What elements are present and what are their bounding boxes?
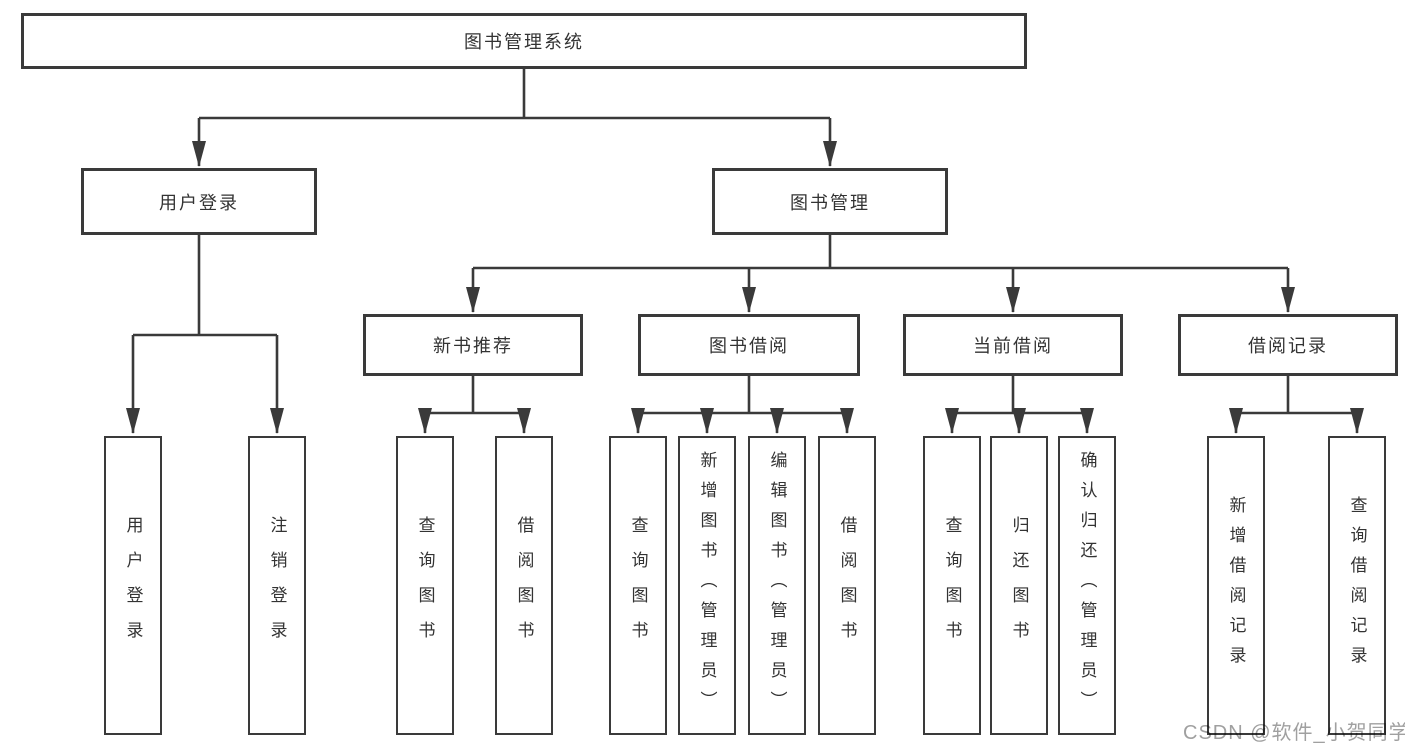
watermark: CSDN @软件_小贺同学 [1183,722,1405,744]
leaf-add-book-admin-label: 新增图书（管理员） [697,450,717,721]
leaf-return-book: 归还图书 [990,436,1048,735]
leaf-user-login: 用户登录 [104,436,162,735]
leaf-edit-book-admin-label: 编辑图书（管理员） [767,450,787,721]
node-current-borrowing: 当前借阅 [903,314,1123,376]
leaf-borrow-query-book-label: 查询图书 [628,515,648,656]
leaf-recommend-borrow-book-label: 借阅图书 [514,515,534,656]
leaf-query-borrow-record: 查询借阅记录 [1328,436,1386,735]
node-borrowing-records: 借阅记录 [1178,314,1398,376]
leaf-borrow-book-label: 借阅图书 [837,515,857,656]
leaf-add-borrow-record-label: 新增借阅记录 [1226,495,1246,676]
leaf-recommend-borrow-book: 借阅图书 [495,436,553,735]
leaf-edit-book-admin: 编辑图书（管理员） [748,436,806,735]
leaf-borrow-book: 借阅图书 [818,436,876,735]
leaf-confirm-return-admin-label: 确认归还（管理员） [1077,450,1097,721]
leaf-logout: 注销登录 [248,436,306,735]
leaf-confirm-return-admin: 确认归还（管理员） [1058,436,1116,735]
leaf-borrow-query-book: 查询图书 [609,436,667,735]
leaf-query-borrow-record-label: 查询借阅记录 [1347,495,1367,676]
leaf-return-book-label: 归还图书 [1009,515,1029,656]
leaf-recommend-query-book-label: 查询图书 [415,515,435,656]
leaf-current-query-book-label: 查询图书 [942,515,962,656]
leaf-add-borrow-record: 新增借阅记录 [1207,436,1265,735]
leaf-current-query-book: 查询图书 [923,436,981,735]
leaf-recommend-query-book: 查询图书 [396,436,454,735]
leaf-logout-label: 注销登录 [267,515,287,656]
node-user-login: 用户登录 [81,168,317,235]
node-book-management: 图书管理 [712,168,948,235]
node-library-management-system: 图书管理系统 [21,13,1027,69]
leaf-user-login-label: 用户登录 [123,515,143,656]
node-new-book-recommendation: 新书推荐 [363,314,583,376]
leaf-add-book-admin: 新增图书（管理员） [678,436,736,735]
node-book-borrowing: 图书借阅 [638,314,860,376]
